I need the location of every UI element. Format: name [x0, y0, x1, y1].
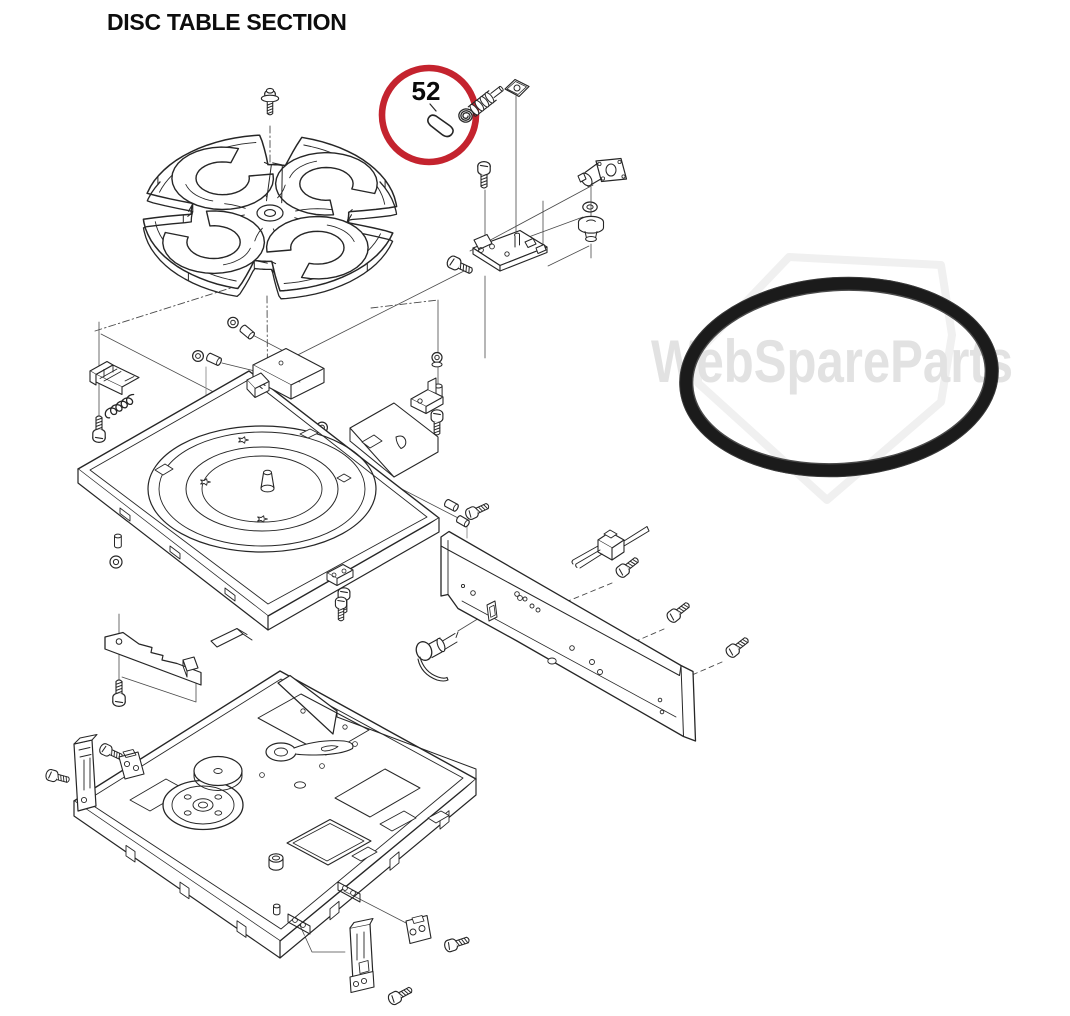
belt-inner-highlight — [691, 289, 987, 465]
screw-left — [92, 415, 106, 444]
drive-belt — [679, 276, 999, 478]
disc-tray-chassis — [77, 370, 440, 631]
screw-lower-right — [465, 503, 490, 520]
deck-left-plate — [118, 749, 145, 780]
guide-bracket — [472, 229, 548, 272]
flex-cable — [210, 627, 253, 648]
pin-washer-left — [109, 533, 123, 569]
screw-panel-1 — [615, 557, 639, 578]
screw-bracket — [446, 255, 473, 274]
screw-deck-top — [334, 596, 348, 622]
cable-grommet — [415, 631, 459, 682]
motor-washer — [582, 201, 598, 213]
rear-panel — [440, 530, 697, 742]
spacer-2 — [206, 352, 222, 366]
screw-right — [430, 409, 444, 436]
mechanism-deck — [73, 595, 523, 959]
wire-connector — [571, 526, 650, 569]
screw-deck-bottom-1 — [387, 986, 413, 1006]
spindle-assembly — [458, 85, 504, 123]
retainer-plate — [504, 78, 530, 98]
spacer-5 — [456, 515, 470, 528]
right-standoff — [431, 351, 443, 400]
washer-ring-1 — [227, 316, 239, 329]
right-hook-bracket — [410, 377, 444, 415]
disc-table-platter — [142, 134, 398, 300]
washer-ring-4 — [109, 555, 123, 569]
deck-bottom-bracket — [349, 917, 375, 994]
spacer-1 — [239, 324, 255, 340]
pcb-strip — [104, 631, 202, 686]
motor-pulley — [577, 186, 605, 259]
drive-belt-photo — [679, 276, 999, 478]
platter-screw — [260, 87, 280, 116]
belt-outer-edge — [679, 276, 999, 478]
spring — [104, 393, 135, 419]
left-clip-bracket — [89, 360, 140, 396]
watermark-hexagon — [694, 253, 956, 504]
screw-deck-bottom-2 — [444, 936, 470, 953]
tray-foot-bracket — [326, 563, 354, 586]
washer-ring — [431, 351, 443, 364]
diagram-line-art: 52 — [45, 64, 749, 1006]
deck-left-bracket — [73, 734, 98, 812]
page-title: DISC TABLE SECTION — [107, 9, 347, 35]
screw-panel-2 — [666, 602, 690, 623]
screw-deck-left-2 — [45, 768, 70, 783]
callout-52: 52 — [378, 64, 480, 166]
washer-ring-2 — [192, 350, 205, 363]
screw-pcb — [112, 679, 126, 708]
callout-part-number: 52 — [412, 76, 441, 106]
spacer-4 — [444, 498, 459, 512]
deck-bottom-plate — [405, 914, 432, 945]
loading-motor — [577, 157, 628, 188]
screw-panel-3 — [725, 637, 749, 658]
screw-top — [477, 160, 491, 189]
center-block — [246, 347, 325, 400]
